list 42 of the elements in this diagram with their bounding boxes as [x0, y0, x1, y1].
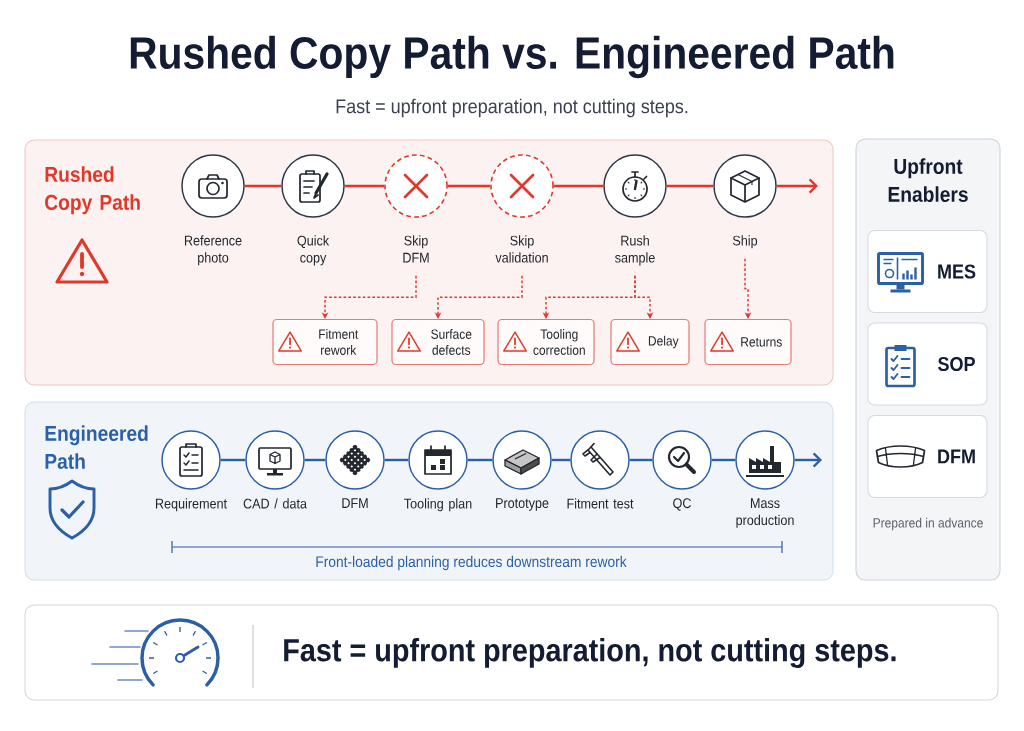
step-label: Skip validation: [495, 235, 548, 263]
step-label: QC: [673, 498, 691, 511]
risk-box: Fitment rework: [272, 318, 378, 366]
connector-line: [711, 458, 736, 462]
risk-box: Tooling correction: [497, 318, 595, 366]
connector-line: [551, 458, 571, 462]
step-label: Ship: [732, 235, 758, 249]
arrow: [794, 452, 822, 468]
step-label: Rush sample: [615, 235, 655, 266]
subtitle: Fast = upfront preparation, not cutting steps.: [336, 98, 688, 118]
connector-line: [344, 184, 385, 188]
step-label: Quick copy: [297, 235, 330, 266]
step-label: Skip DFM: [403, 235, 429, 263]
step-label: Prototype: [496, 498, 549, 511]
connector-line: [244, 184, 282, 188]
banner: Fast = upfront preparation, not cutting steps.: [24, 604, 999, 701]
connector-line: [467, 458, 493, 462]
connector-line: [447, 184, 491, 188]
step-label: DFM: [342, 498, 368, 508]
connector-line: [220, 458, 246, 462]
arrow: [634, 275, 654, 319]
connector-line: [553, 184, 604, 188]
risk-box: Returns: [704, 318, 792, 366]
connector-line: [384, 458, 409, 462]
step-label: Reference photo: [184, 235, 242, 266]
step-label: Requirement: [155, 498, 227, 512]
card: MES: [867, 229, 988, 314]
connector-line: [666, 184, 714, 188]
card: SOP: [867, 322, 988, 406]
note-text: Front-loaded planning reduces downstream rework: [316, 555, 627, 571]
step-label: Tooling plan: [404, 498, 472, 512]
card: DFM: [867, 414, 988, 499]
arrow: [744, 258, 752, 319]
step-label: CAD / data: [243, 498, 307, 509]
risk-box: Surface defects: [391, 318, 485, 366]
title: Rushed Copy Path vs. Engineered Path: [130, 35, 894, 79]
arrow: [776, 178, 818, 194]
connector-line: [304, 458, 326, 462]
step-label: Mass production: [736, 498, 794, 528]
connector-line: [629, 458, 653, 462]
step-label: Fitment test: [567, 498, 634, 509]
risk-box: Delay: [610, 318, 690, 366]
